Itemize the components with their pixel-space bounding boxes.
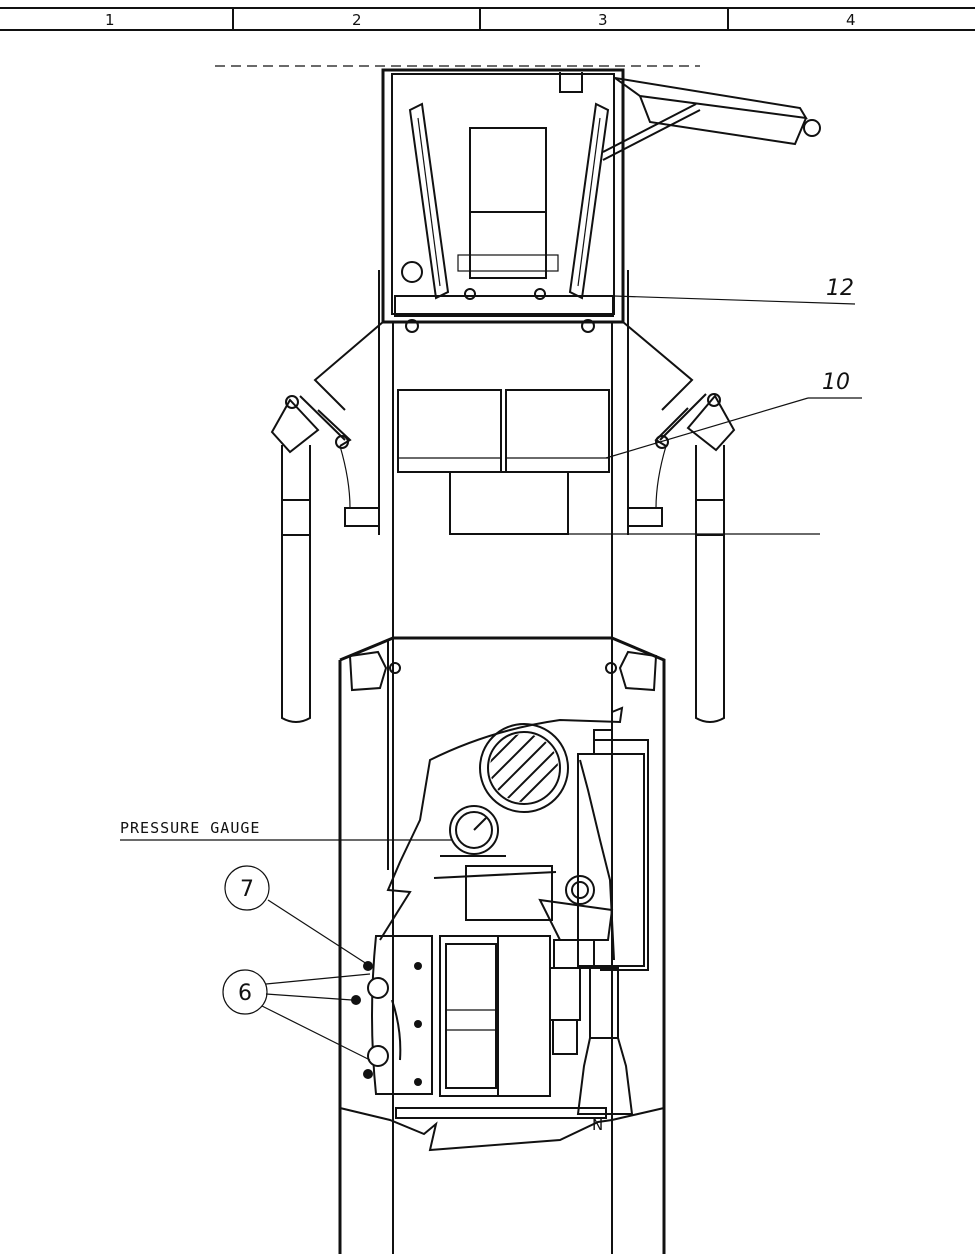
mid-section: 10 [313, 270, 862, 660]
callout-12: 12 [826, 276, 854, 301]
callout-7-bubble: 7 [224, 865, 371, 967]
left-hose [270, 395, 352, 723]
callout-6: 6 [238, 981, 252, 1006]
callout-7: 7 [240, 877, 254, 902]
lower-housing: N [338, 636, 666, 1254]
upper-cabinet: 12 [381, 68, 856, 333]
right-hose [654, 393, 736, 723]
callout-10: 10 [822, 370, 850, 395]
callout-6-bubble: 6 [222, 969, 371, 1061]
pressure-gauge-label: PRESSURE GAUGE [120, 819, 260, 837]
break-mark: N [592, 1116, 603, 1134]
zone-label-1: 1 [105, 11, 115, 29]
zone-label-3: 3 [598, 11, 608, 29]
pressure-gauge-callout: PRESSURE GAUGE [120, 819, 452, 841]
zone-label-2: 2 [352, 11, 362, 29]
zone-strip: 1 2 3 4 [0, 7, 975, 31]
zone-label-4: 4 [846, 11, 856, 29]
